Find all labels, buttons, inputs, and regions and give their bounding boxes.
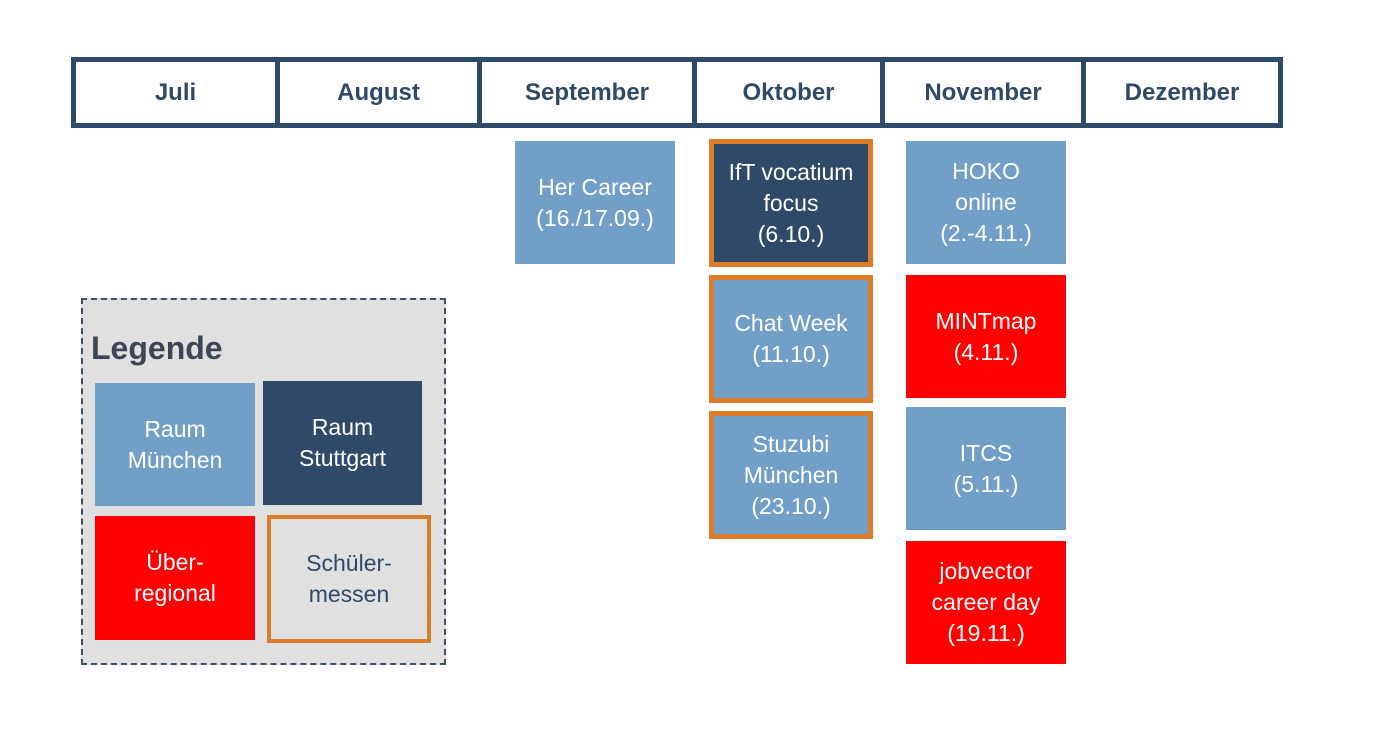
event-stuzubi: Stuzubi München (23.10.) — [709, 411, 873, 539]
month-juli: Juli — [76, 62, 280, 123]
event-jobvector: jobvector career day (19.11.) — [906, 541, 1066, 664]
month-august: August — [280, 62, 482, 123]
month-oktober: Oktober — [697, 62, 885, 123]
month-dezember: Dezember — [1124, 78, 1240, 106]
month-september: September — [482, 62, 697, 123]
legend-raum-muenchen: Raum München — [95, 383, 255, 506]
legend-title: Legende — [91, 330, 223, 366]
legend-raum-stuttgart: Raum Stuttgart — [263, 381, 422, 505]
event-mintmap: MINTmap (4.11.) — [906, 275, 1066, 398]
event-itcs: ITCS (5.11.) — [906, 407, 1066, 530]
event-hoko-online: HOKO online (2.-4.11.) — [906, 141, 1066, 264]
month-november: November — [885, 62, 1086, 123]
event-ift-vocatium: IfT vocatium focus (6.10.) — [709, 139, 873, 267]
legend-schuelermessen: Schüler- messen — [267, 515, 431, 643]
event-her-career: Her Career (16./17.09.) — [515, 141, 675, 264]
event-chat-week: Chat Week (11.10.) — [709, 275, 873, 403]
legend-ueberregional: Über- regional — [95, 516, 255, 640]
legend-panel: Legende Raum München Raum Stuttgart Über… — [81, 298, 446, 665]
month-header-bar: Juli August September Oktober November D… — [71, 57, 1283, 128]
